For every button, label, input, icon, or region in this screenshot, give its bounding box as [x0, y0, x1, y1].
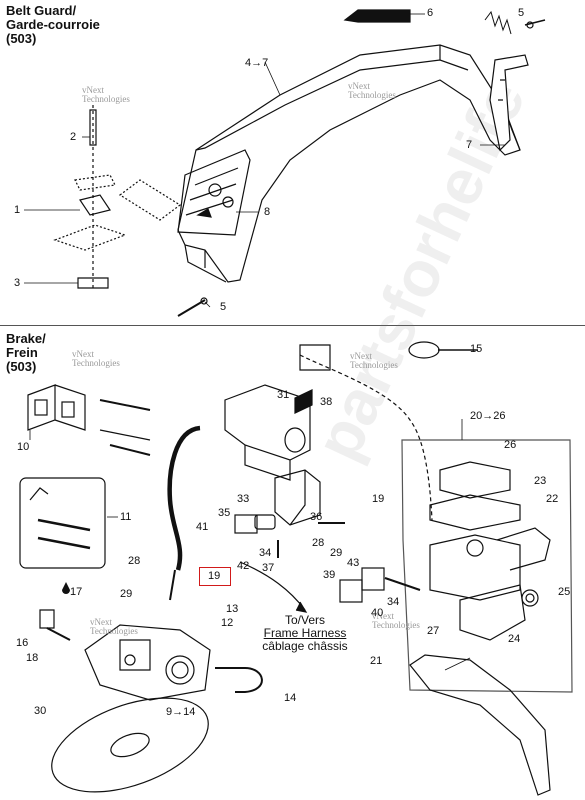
callout-5: 5 [518, 7, 525, 19]
callout-33: 33 [237, 493, 250, 505]
callout-4-7: 4→7 [245, 57, 269, 69]
callout-40: 40 [371, 607, 384, 619]
callout-19-highlight[interactable]: 19 [199, 567, 231, 586]
callout-28-right: 28 [312, 537, 325, 549]
callout-29-right: 29 [330, 547, 343, 559]
callout-16: 16 [16, 637, 29, 649]
callout-14: 14 [284, 692, 297, 704]
callout-31: 31 [277, 389, 290, 401]
brake-lever [409, 654, 551, 796]
brake-caliper [84, 624, 211, 701]
callout-43: 43 [347, 557, 360, 569]
callout-19-right: 19 [372, 493, 385, 505]
callout-8: 8 [264, 206, 271, 218]
callout-2: 2 [70, 131, 77, 143]
warning-decal [177, 149, 251, 236]
brake-title: Brake/ Frein (503) [6, 331, 46, 374]
callout-28-left: 28 [128, 555, 141, 567]
callout-25: 25 [558, 586, 571, 598]
callout-39: 39 [323, 569, 336, 581]
callout-11: 11 [120, 511, 132, 523]
brake-hose [167, 425, 201, 571]
handlebar-housing [224, 384, 311, 481]
callout-1: 1 [14, 204, 21, 216]
callout-17: 17 [70, 586, 83, 598]
belt-guard-shape [177, 44, 521, 283]
callout-5-bottom: 5 [220, 301, 227, 313]
callout-29-left: 29 [120, 588, 133, 600]
callout-23: 23 [534, 475, 547, 487]
callout-27: 27 [427, 625, 440, 637]
callout-36: 36 [310, 511, 323, 523]
callout-13: 13 [226, 603, 239, 615]
callout-18: 18 [26, 652, 39, 664]
callout-9-14: 9→14 [166, 706, 196, 718]
frame-harness-note: To/Vers Frame Harness câblage châssis [262, 613, 348, 653]
belt-guard-title: Belt Guard/ Garde-courroie (503) [6, 3, 100, 46]
callout-7: 7 [466, 139, 473, 151]
callout-21: 21 [370, 655, 383, 667]
callout-38: 38 [320, 396, 333, 408]
callout-42: 42 [237, 560, 250, 572]
brake-disc [51, 697, 209, 793]
callout-26: 26 [504, 439, 517, 451]
callout-10: 10 [17, 441, 30, 453]
callout-6: 6 [427, 7, 434, 19]
callout-24: 24 [508, 633, 521, 645]
callout-15: 15 [470, 343, 483, 355]
callout-37: 37 [262, 562, 275, 574]
callout-34-right: 34 [387, 596, 400, 608]
master-cylinder [429, 461, 551, 641]
callout-3: 3 [14, 277, 21, 289]
callout-22: 22 [546, 493, 559, 505]
callout-34-left: 34 [259, 547, 272, 559]
callout-41: 41 [196, 521, 209, 533]
callout-20-26: 20→26 [470, 410, 506, 422]
callout-12: 12 [221, 617, 234, 629]
callout-30: 30 [34, 705, 47, 717]
decal-6 [343, 9, 411, 23]
callout-35: 35 [218, 507, 231, 519]
brake-pad-assembly [27, 384, 151, 456]
section-divider [0, 325, 585, 326]
pin-kit-box [19, 477, 106, 569]
callout-19: 19 [208, 570, 221, 582]
